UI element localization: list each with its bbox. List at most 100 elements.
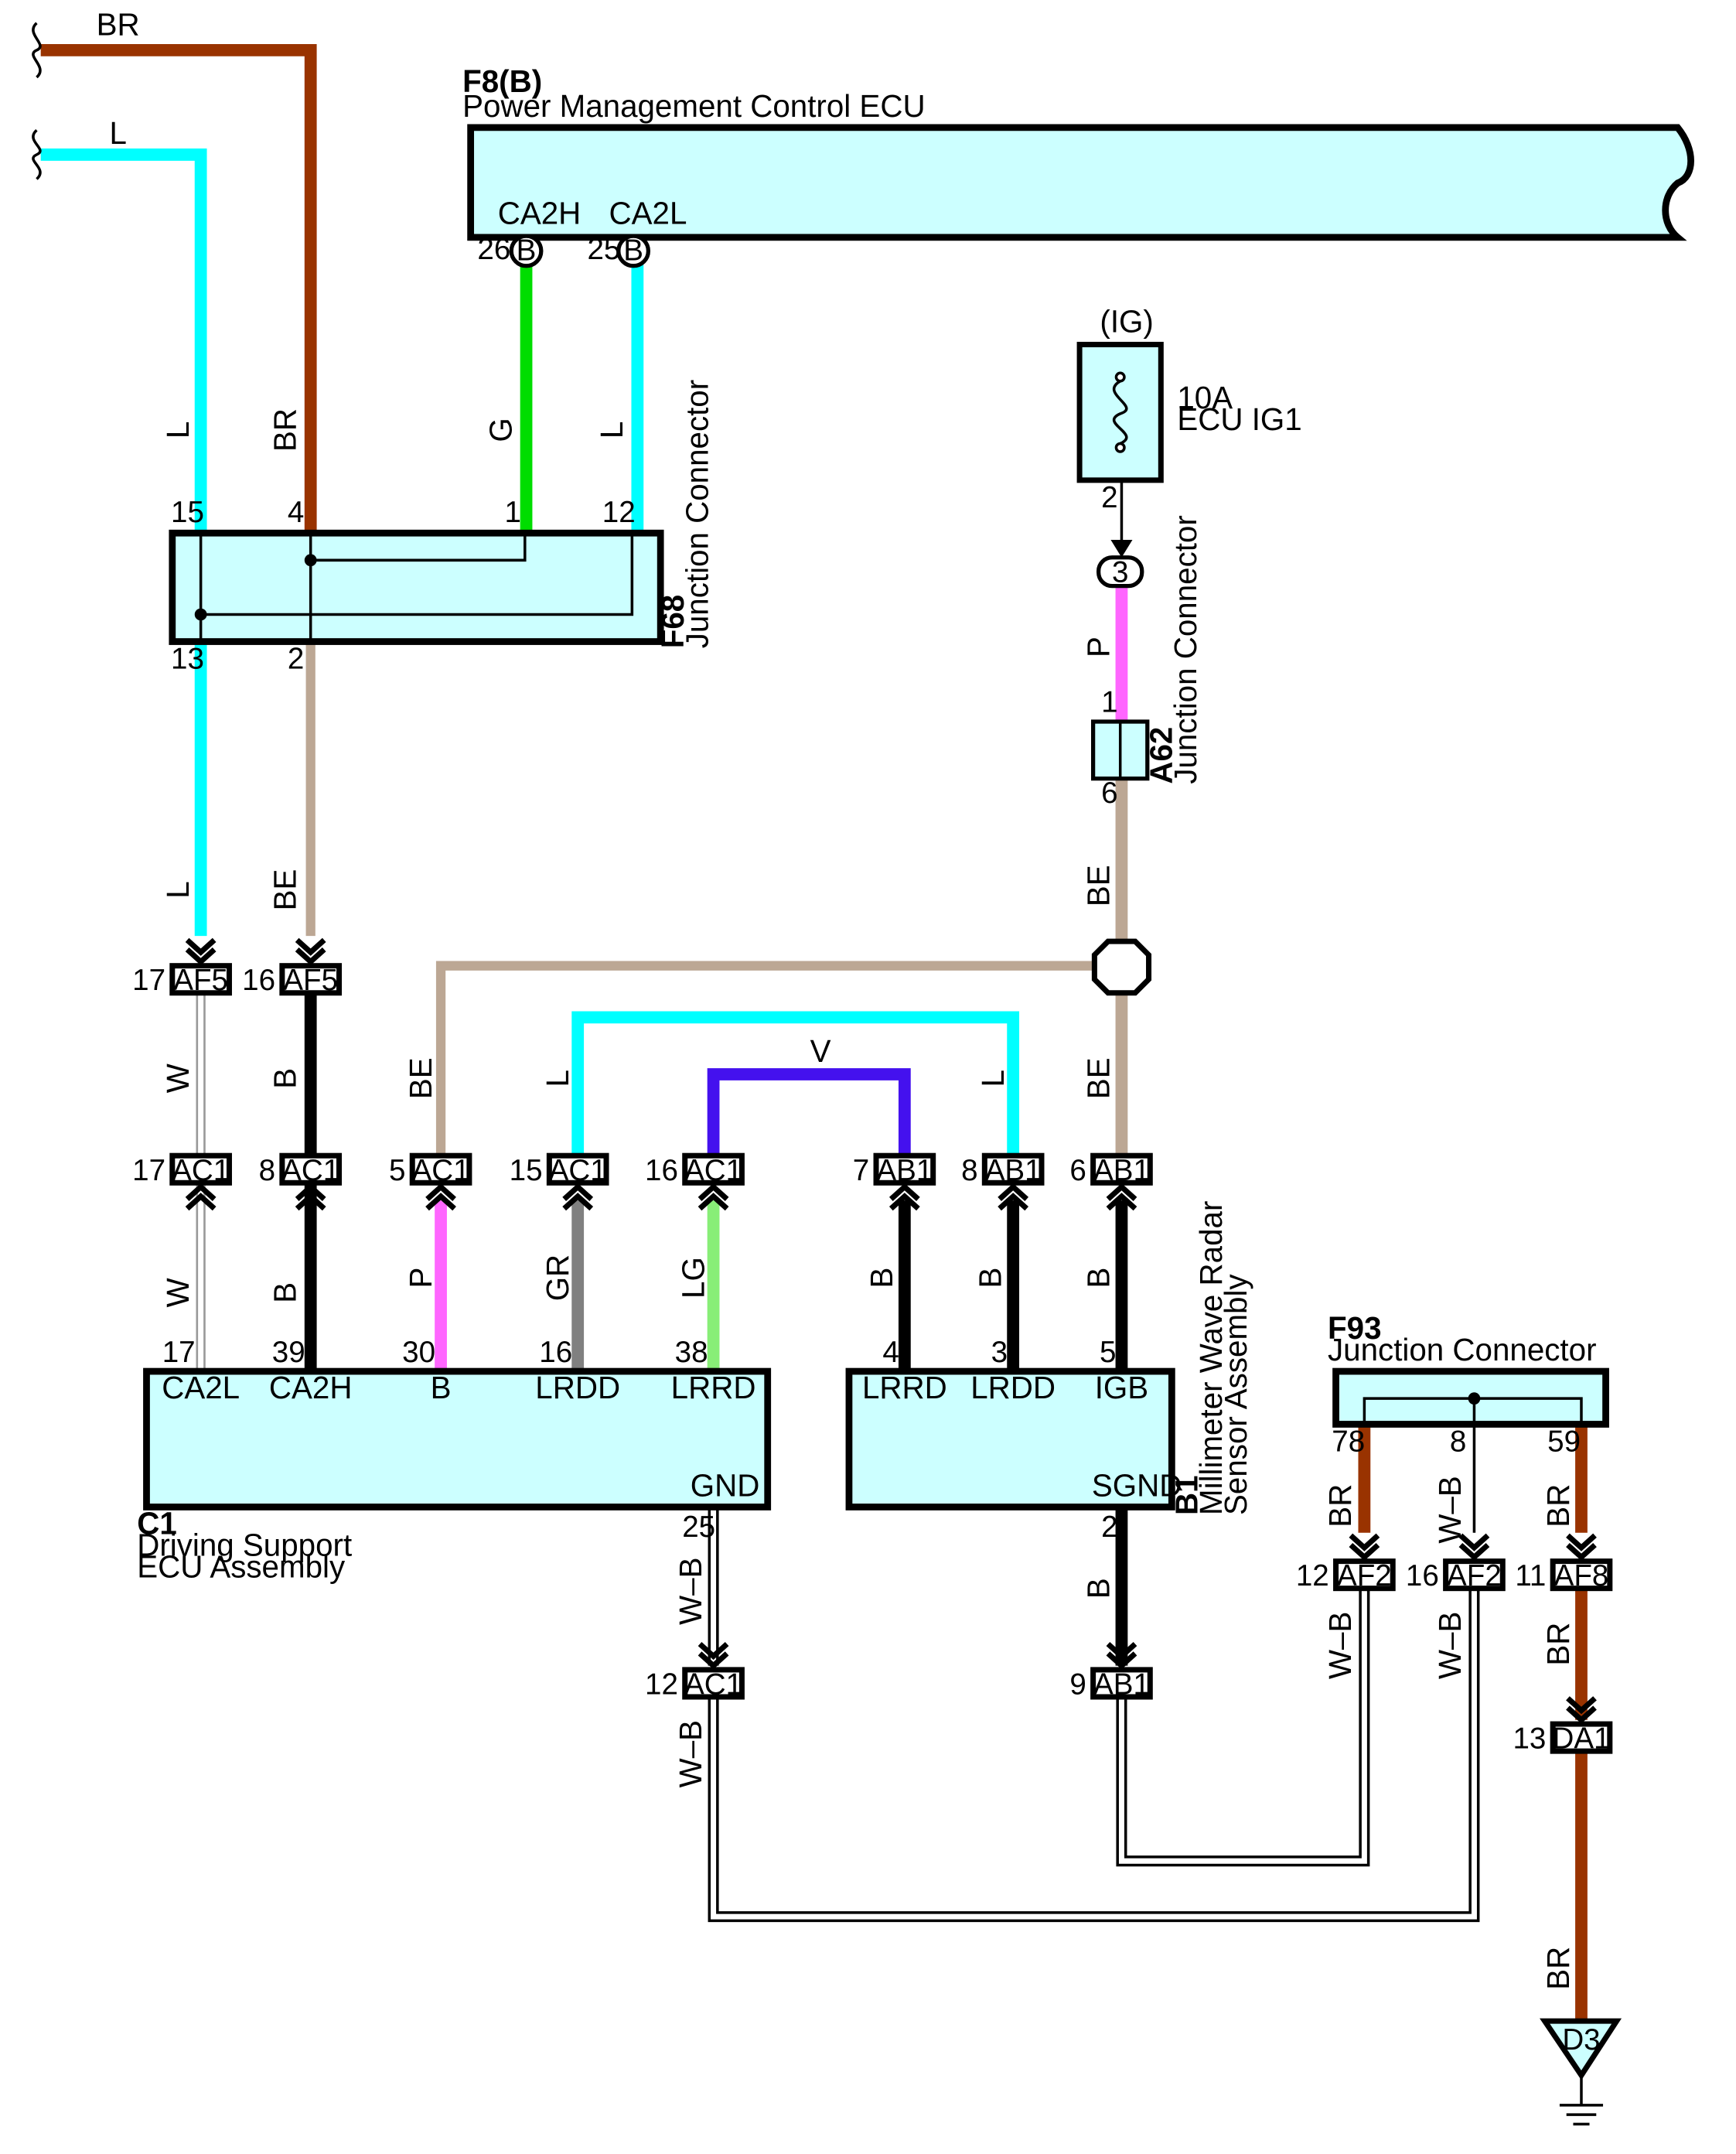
- b1-pin: 3: [991, 1336, 1008, 1369]
- wire-label-l-lower: L: [160, 881, 196, 898]
- f93-pin-8: 8: [1450, 1425, 1466, 1459]
- connector-name: AF2: [1337, 1559, 1392, 1592]
- wire-label-g-ecu: G: [483, 418, 518, 442]
- c1-name-2: ECU Assembly: [137, 1549, 346, 1585]
- b1-terminal: LRDD: [970, 1370, 1056, 1405]
- wire-label-br-d3: BR: [1540, 1947, 1576, 1990]
- fuse-ecu-ig1: (IG) 10A ECU IG1 2: [1076, 304, 1302, 558]
- c1-terminal: LRRD: [671, 1370, 756, 1405]
- f68-pin-15: 15: [171, 496, 204, 529]
- fuse-pin: 2: [1101, 481, 1117, 514]
- c1-pin: 39: [272, 1336, 305, 1369]
- c1-terminal: B: [431, 1370, 452, 1405]
- c1-name-1: Driving Support: [137, 1528, 352, 1563]
- wire-label-wb-c1-2: W–B: [673, 1720, 708, 1787]
- connector-name: AC1: [281, 1154, 339, 1187]
- connector-body: [546, 1152, 609, 1186]
- wire-label-w-ac1-c1: W: [160, 1278, 196, 1307]
- wire-label-l-ab1: L: [975, 1070, 1011, 1087]
- connector-body: [1090, 1152, 1153, 1186]
- connector-pin: 11: [1515, 1559, 1546, 1592]
- wire-break-br: [32, 22, 42, 79]
- c1-gnd: GND: [691, 1467, 760, 1503]
- wire-label-b-ac1-c1: B: [267, 1282, 302, 1303]
- wire-break-l: [32, 129, 42, 180]
- connector-body: [169, 963, 232, 996]
- wire-label-l-ac1: L: [540, 1070, 575, 1087]
- a62-junction: 3 1 6 A62 Junction Connector: [1090, 515, 1203, 810]
- f8-badge-26-label: B: [517, 234, 537, 268]
- splice-point: [1091, 938, 1152, 996]
- wire-label-wb-af2-12: W–B: [1322, 1612, 1358, 1679]
- wire-label-l-ecu: L: [594, 422, 629, 439]
- connector-body: [981, 1152, 1045, 1186]
- connector-name: DA1: [1552, 1722, 1610, 1756]
- wire-label-be-a62: BE: [1081, 865, 1117, 906]
- f68-junction: 15 4 1 12 13 2 F68 Junction Connector: [169, 380, 715, 676]
- connector-pin: 8: [259, 1154, 275, 1187]
- connector-pin: 8: [961, 1154, 977, 1187]
- c1-terminal: CA2H: [269, 1370, 353, 1405]
- wire-l-top: [40, 148, 207, 534]
- connector-pin: 6: [1069, 1154, 1086, 1187]
- wire-layer: [40, 43, 1588, 2022]
- c1-pin: 16: [539, 1336, 572, 1369]
- connector-name: AF5: [283, 964, 338, 997]
- wire-label-top-l: L: [109, 115, 126, 151]
- a62-pin-1: 1: [1101, 686, 1117, 719]
- wire-label-be-ac1: BE: [403, 1057, 438, 1099]
- connector-name: AB1: [985, 1154, 1042, 1187]
- ground-label: D3: [1562, 2023, 1600, 2057]
- wire-label-l-left: L: [160, 422, 196, 439]
- wire-wb-short: [1116, 1584, 1370, 1867]
- connector-pin: 12: [1296, 1559, 1329, 1592]
- f8-badge-25-label: B: [623, 234, 643, 268]
- f8-pin-ca2h-name: CA2H: [498, 195, 582, 230]
- connector-name: AB1: [1093, 1154, 1150, 1187]
- wire-label-wb-af2-16: W–B: [1432, 1612, 1468, 1679]
- fuse-rating: 10A: [1177, 380, 1233, 415]
- connector-name: AC1: [684, 1668, 742, 1701]
- f93-junction: F93 Junction Connector 78 8 59: [1328, 1310, 1609, 1459]
- b1-gnd-pin: 2: [1101, 1511, 1117, 1544]
- f68-pin-2: 2: [288, 643, 304, 676]
- wire-label-be-lower: BE: [267, 869, 302, 911]
- wire-label-wb-f93-8: W–B: [1432, 1476, 1468, 1543]
- b1-terminal: LRRD: [862, 1370, 947, 1405]
- connector-pin: 17: [132, 1154, 165, 1187]
- connector-body: [409, 1152, 472, 1186]
- connector-pin: 13: [1513, 1722, 1546, 1756]
- wire-label-lg-c1: LG: [675, 1257, 711, 1299]
- f68-code: F68: [655, 595, 691, 649]
- b1-pin: 5: [1100, 1336, 1116, 1369]
- f8-badge-26: [509, 234, 544, 268]
- wire-label-br-af8: BR: [1540, 1623, 1576, 1666]
- connector-pin: 9: [1069, 1668, 1086, 1701]
- wire-label-gr-c1: GR: [540, 1255, 575, 1302]
- b1-name-1: Millimeter Wave Radar: [1193, 1201, 1229, 1515]
- c1-ecu: GND 25 C1 Driving Support ECU Assembly: [137, 1367, 772, 1585]
- c1-terminal: CA2L: [162, 1370, 240, 1405]
- f93-pin-78: 78: [1332, 1425, 1365, 1459]
- connector-body: [1333, 1558, 1396, 1592]
- f68-pin-1: 1: [504, 496, 520, 529]
- b1-name-2: Sensor Assembly: [1218, 1274, 1253, 1515]
- wire-label-w-af5-ac1: W: [160, 1063, 196, 1093]
- connector-pin: 17: [132, 964, 165, 997]
- connector-name: AF2: [1447, 1559, 1502, 1592]
- connector-name: AF5: [173, 964, 228, 997]
- a62-code: A62: [1143, 727, 1178, 784]
- ground-d3: D3: [1540, 2018, 1622, 2126]
- c1-pin: 30: [402, 1336, 435, 1369]
- c1-pin: 17: [162, 1336, 196, 1369]
